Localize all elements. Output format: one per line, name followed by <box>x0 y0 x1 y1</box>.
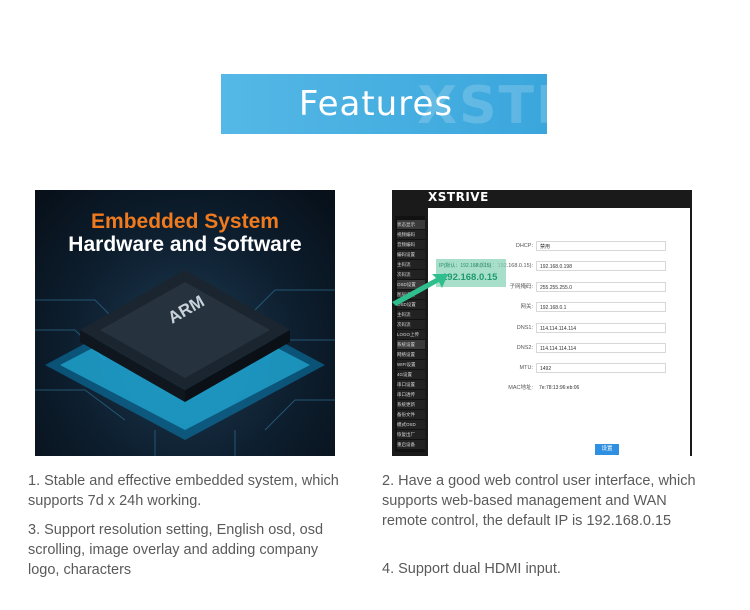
sidebar-item[interactable]: 音频编码 <box>397 240 425 249</box>
ip-note: IP(默认：192.168.0.15) <box>439 263 492 269</box>
field-value[interactable]: 114.114.114.114 <box>536 323 666 333</box>
field-value[interactable]: 255.255.255.0 <box>536 282 666 292</box>
sidebar-item[interactable]: 系统设置 <box>397 340 425 349</box>
field-label: 子网掩码: <box>509 284 533 290</box>
sidebar-item[interactable]: 状态显示 <box>397 220 425 229</box>
field-value[interactable]: 1492 <box>536 363 666 373</box>
feature-2: 2. Have a good web control user interfac… <box>382 473 696 529</box>
field-label: DNS2: <box>516 345 533 351</box>
sidebar-item[interactable]: 系统更新 <box>397 400 425 409</box>
embedded-system-image: Embedded System Hardware and Software AR… <box>35 190 335 456</box>
feature-3: 3. Support resolution setting, English o… <box>28 522 324 578</box>
sidebar-item[interactable]: 次码流 <box>397 320 425 329</box>
field-value: 7e:78:13:96:eb:06 <box>539 385 580 391</box>
web-ui-screenshot: XSTRIVE 状态显示视频编码音频编码编码设置主码流次码流OSD设置图层设置O… <box>392 190 692 456</box>
sidebar-item[interactable]: LOGO上传 <box>397 330 425 339</box>
field-value[interactable]: 禁用 <box>536 241 666 251</box>
field-label: MTU: <box>519 365 533 371</box>
sidebar-item[interactable]: 主码流 <box>397 310 425 319</box>
sidebar-item[interactable]: 编码设置 <box>397 250 425 259</box>
chip-heading-white: Hardware and Software <box>68 233 302 256</box>
sidebar-item[interactable]: OSD设置 <box>397 280 425 289</box>
set-button[interactable]: 设置 <box>595 444 619 455</box>
sidebar-item[interactable]: 重启设备 <box>397 440 425 449</box>
settings-row: DNS1:114.114.114.114 <box>428 322 690 334</box>
field-label: DHCP: <box>515 243 533 249</box>
sidebar: 状态显示视频编码音频编码编码设置主码流次码流OSD设置图层设置OSD设置主码流次… <box>395 216 425 452</box>
field-label: DNS1: <box>516 325 533 331</box>
sidebar-item[interactable]: WIFI设置 <box>397 360 425 369</box>
feature-4: 4. Support dual HDMI input. <box>382 561 561 577</box>
sidebar-item[interactable]: 视频编码 <box>397 230 425 239</box>
sidebar-item[interactable]: 模式OSD <box>397 420 425 429</box>
settings-row: 子网掩码:255.255.255.0 <box>428 281 690 293</box>
features-banner: XSTR Features <box>221 74 547 134</box>
banner-watermark: XSTR <box>417 76 547 134</box>
sidebar-item[interactable]: 串口设置 <box>397 380 425 389</box>
network-settings-panel: 设置 DHCP:禁用IP(默认：192.168.0.15):192.168.0.… <box>428 208 690 456</box>
sidebar-item[interactable]: 网络设置 <box>397 350 425 359</box>
settings-row: DHCP:禁用 <box>428 240 690 252</box>
settings-row: MAC地址: 7e:78:13:96:eb:06 <box>428 382 690 394</box>
banner-title: Features <box>298 84 454 124</box>
sidebar-item[interactable]: 备份文件 <box>397 410 425 419</box>
sidebar-item[interactable]: 主码流 <box>397 260 425 269</box>
chip-illustration <box>35 270 335 456</box>
sidebar-item[interactable]: 4G设置 <box>397 370 425 379</box>
field-value[interactable]: 114.114.114.114 <box>536 343 666 353</box>
settings-row: DNS2:114.114.114.114 <box>428 342 690 354</box>
arrow-icon <box>392 274 448 306</box>
sidebar-item[interactable]: 次码流 <box>397 270 425 279</box>
feature-1: 1. Stable and effective embedded system,… <box>28 473 339 509</box>
settings-row: MTU:1492 <box>428 362 690 374</box>
highlight-ip: 192.168.0.15 <box>442 272 498 283</box>
sidebar-item[interactable]: OSD设置 <box>397 300 425 309</box>
settings-row: 网关:192.168.0.1 <box>428 301 690 313</box>
chip-heading-orange: Embedded System <box>91 210 279 233</box>
field-label: MAC地址: <box>508 385 533 391</box>
field-value[interactable]: 192.168.0.1 <box>536 302 666 312</box>
field-value[interactable]: 192.168.0.198 <box>536 261 666 271</box>
default-ip-highlight: IP(默认：192.168.0.15) 192.168.0.15 <box>436 259 506 287</box>
brand-logo: XSTRIVE <box>428 190 489 204</box>
sidebar-item[interactable]: 串口透传 <box>397 390 425 399</box>
sidebar-item[interactable]: 恢复出厂 <box>397 430 425 439</box>
field-label: 网关: <box>520 304 533 310</box>
